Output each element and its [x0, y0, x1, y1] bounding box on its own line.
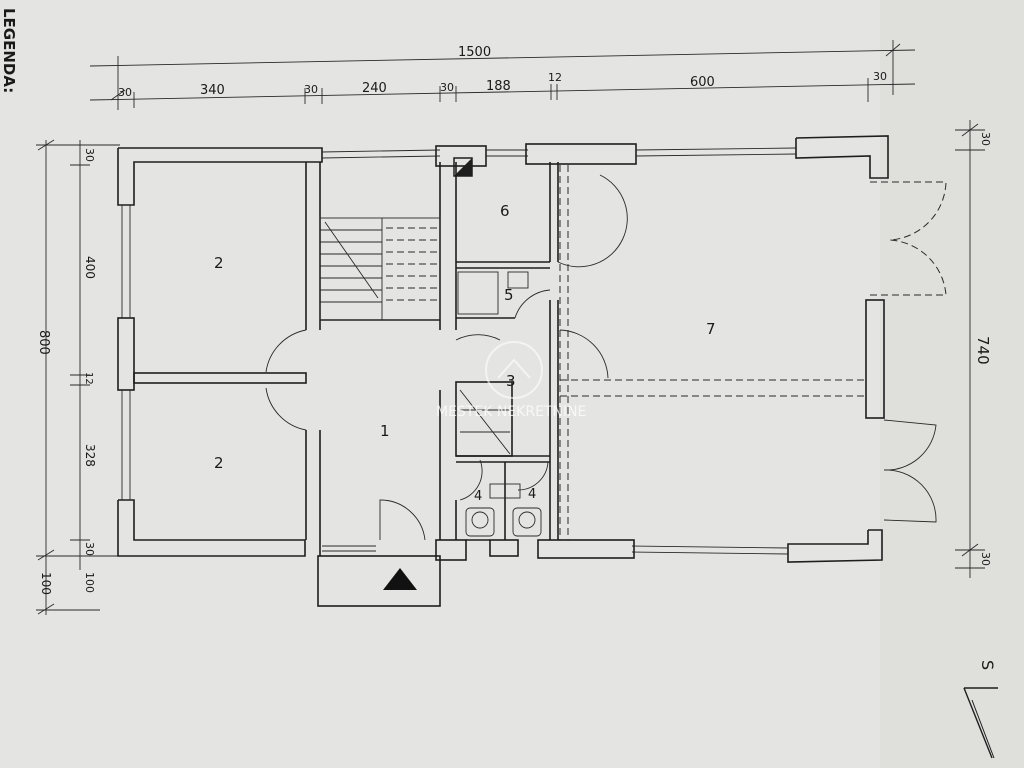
dim-top-8: 600	[690, 75, 715, 90]
dim-left-bottom-1: 100	[39, 572, 53, 595]
dim-left-3: 12	[83, 372, 94, 385]
dim-top-total: 1500	[458, 45, 491, 60]
dim-right-2: 30	[979, 552, 992, 566]
room-number-4b: 4	[528, 487, 536, 502]
dashed-zones	[559, 165, 866, 540]
paper-shadow	[880, 0, 1024, 768]
dim-left-1: 30	[83, 148, 96, 162]
dim-top-4: 240	[362, 81, 387, 96]
watermark: MESTEK NEKRETNINE	[436, 341, 586, 420]
right-dimensions	[955, 120, 985, 578]
dim-left-4: 328	[83, 444, 97, 467]
north-arrow-icon	[963, 687, 998, 759]
room-number-3: 3	[506, 372, 516, 390]
dim-top-7: 12	[548, 71, 562, 84]
entrance-arrow-icon	[383, 568, 417, 590]
outer-walls	[117, 135, 889, 563]
room-number-2b: 2	[214, 454, 224, 472]
door-swings	[265, 174, 947, 541]
dim-right-1: 30	[979, 132, 992, 146]
dim-top-9: 30	[873, 70, 887, 83]
room-number-1: 1	[380, 422, 390, 440]
dim-left-5: 30	[83, 542, 96, 556]
dim-left-bottom-2: 100	[83, 572, 96, 593]
dim-top-5: 30	[440, 81, 454, 94]
fixtures	[457, 271, 542, 537]
dim-top-1: 30	[118, 86, 132, 99]
left-dimensions	[36, 139, 120, 615]
legend-title: LEGENDA:	[0, 8, 18, 93]
chimney-icon	[453, 157, 473, 177]
room-number-5: 5	[504, 286, 514, 304]
room-number-6: 6	[500, 202, 510, 220]
staircase	[319, 217, 441, 321]
dim-top-6: 188	[486, 79, 511, 94]
entrance-porch	[317, 555, 441, 607]
room-number-2a: 2	[214, 254, 224, 272]
watermark-text: MESTEK NEKRETNINE	[436, 404, 586, 420]
north-label: S	[978, 660, 997, 670]
dim-left-total: 800	[36, 330, 51, 355]
dim-right-total: 740	[974, 336, 992, 365]
dim-top-3: 30	[304, 83, 318, 96]
dim-left-2: 400	[83, 256, 97, 279]
dim-top-2: 340	[200, 83, 225, 98]
room-number-4a: 4	[474, 489, 482, 504]
room-number-7: 7	[706, 320, 716, 338]
top-dimensions	[89, 40, 916, 110]
